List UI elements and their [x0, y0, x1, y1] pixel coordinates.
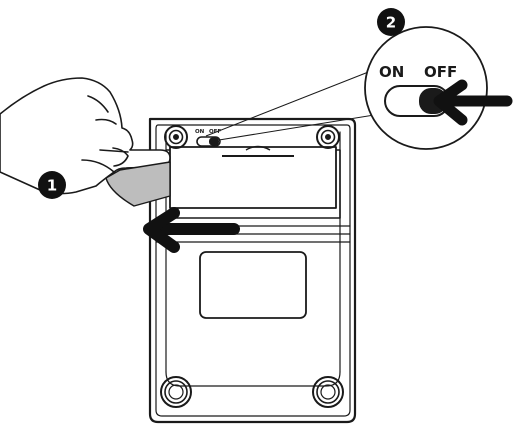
cover-pull-tab — [105, 161, 171, 207]
step-2-badge: 2 — [377, 8, 405, 36]
battery-cover[interactable] — [169, 145, 337, 209]
step-1-number: 1 — [47, 177, 57, 195]
device-switch-on-label: ON — [195, 129, 205, 135]
step-1-badge: 1 — [38, 171, 66, 199]
switch-zoom-callout: ON OFF — [364, 26, 488, 150]
slide-left-arrow-icon — [143, 207, 240, 253]
label-recess — [199, 251, 307, 319]
left-arrow-icon — [433, 79, 513, 126]
device-power-switch[interactable]: ON OFF — [195, 129, 221, 147]
step-2-number: 2 — [386, 14, 396, 32]
screw-top-left — [164, 125, 188, 149]
switch-off-label: OFF — [424, 63, 457, 81]
foot-bottom-right — [312, 376, 344, 408]
foot-bottom-left — [160, 376, 192, 408]
screw-top-right — [316, 125, 340, 149]
switch-on-label: ON — [379, 63, 404, 81]
